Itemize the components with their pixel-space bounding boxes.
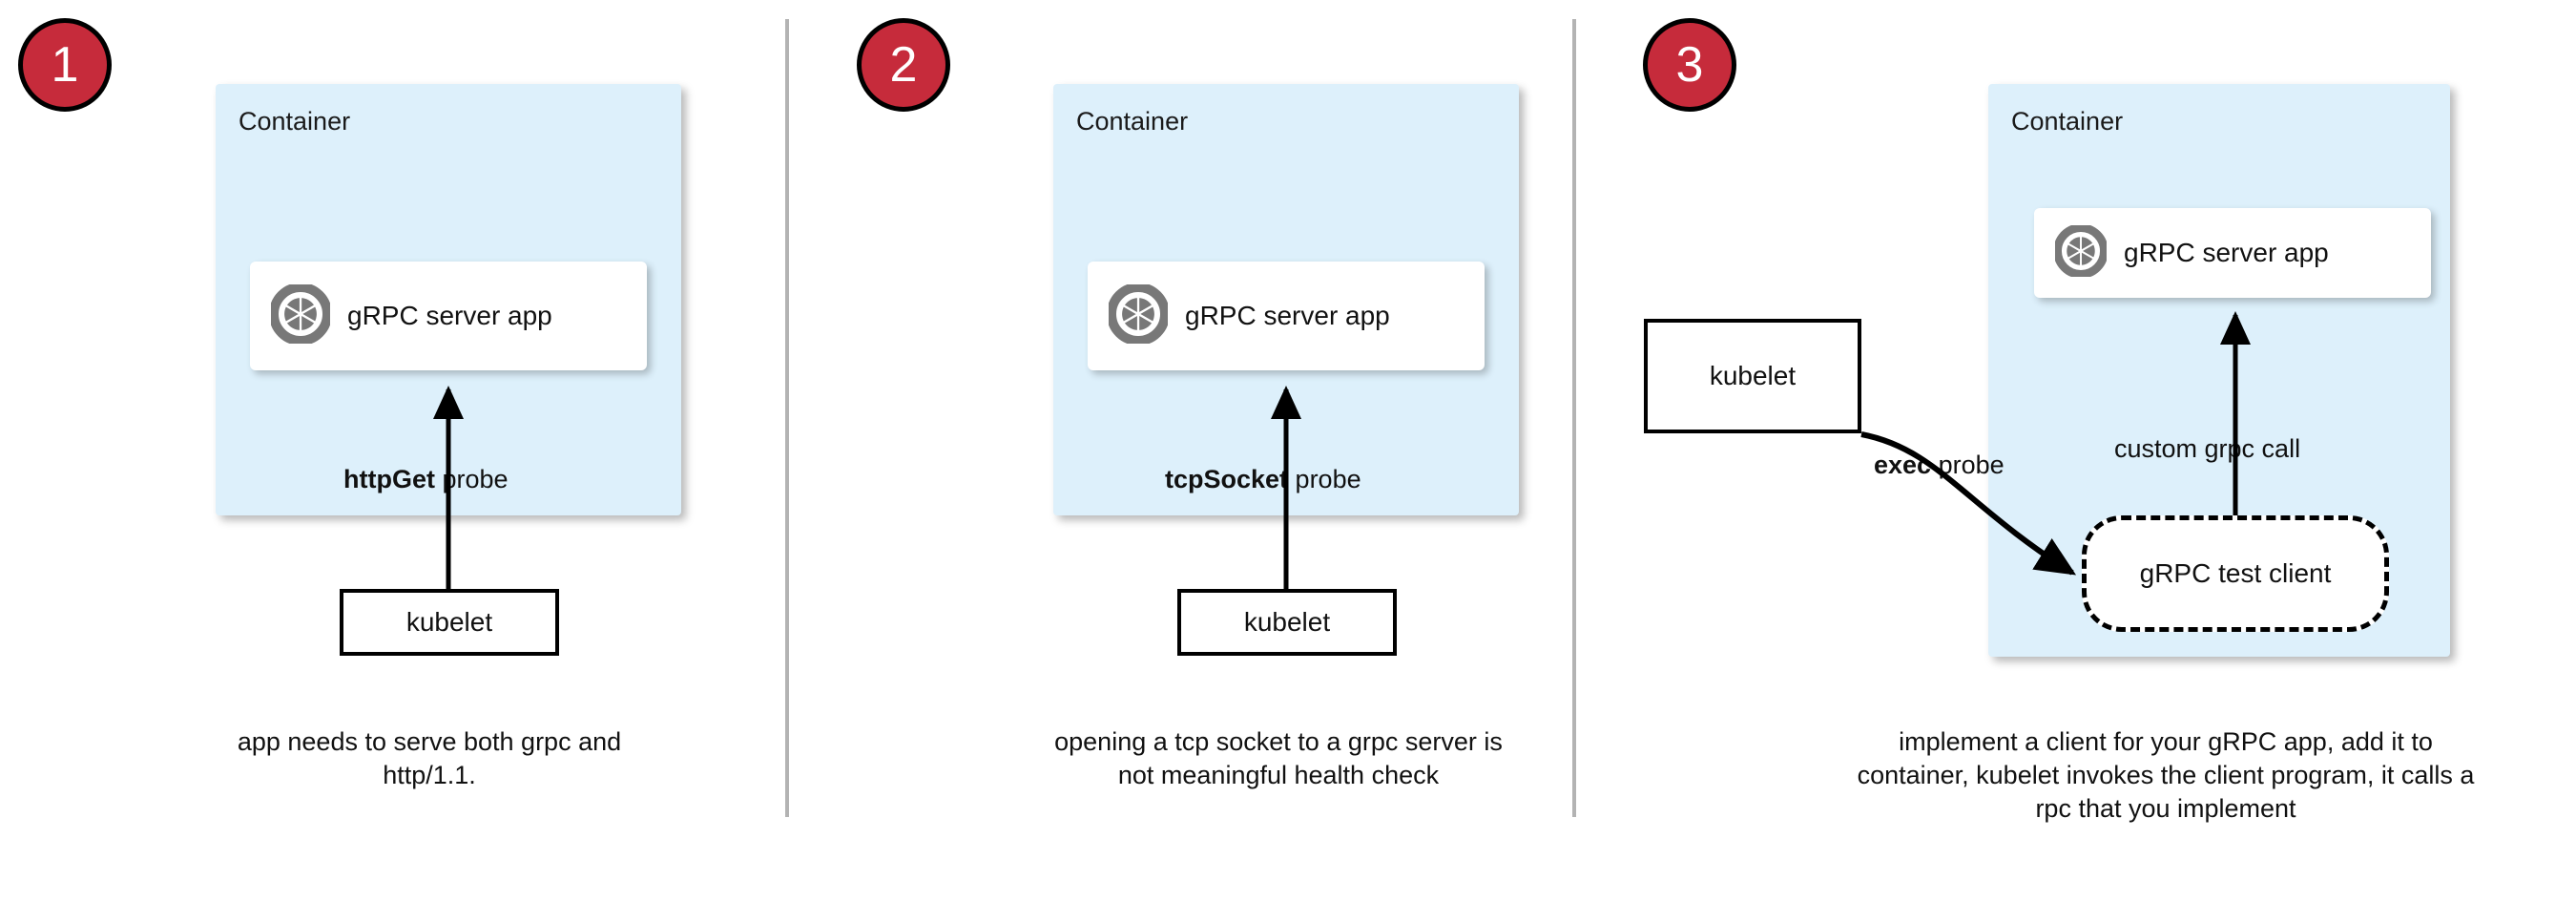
grpc-server-app-label-1: gRPC server app — [347, 301, 552, 330]
kubelet-label-2: kubelet — [1243, 607, 1331, 637]
panel-divider-1 — [785, 19, 789, 817]
grpc-aperture-icon — [1107, 282, 1170, 348]
tcpsocket-probe-label-bold: tcpSocket — [1165, 465, 1289, 493]
grpc-server-app-card-1: gRPC server app — [250, 262, 647, 370]
grpc-aperture-icon — [269, 282, 332, 348]
kubelet-box-3: kubelet — [1644, 319, 1861, 433]
kubelet-label-3: kubelet — [1709, 361, 1797, 390]
httpget-probe-label: httpGet probe — [343, 465, 509, 494]
tcpsocket-probe-label-rest: probe — [1288, 465, 1361, 493]
grpc-aperture-icon — [2053, 222, 2109, 282]
grpc-test-client-label: gRPC test client — [2139, 558, 2332, 588]
step-badge-2: 2 — [857, 18, 950, 112]
container-label-1: Container — [239, 107, 351, 136]
container-label-3: Container — [2011, 107, 2124, 136]
grpc-server-app-card-2: gRPC server app — [1088, 262, 1485, 370]
panel-divider-2 — [1572, 19, 1576, 817]
grpc-server-app-label-3: gRPC server app — [2124, 238, 2329, 267]
exec-probe-label-bold: exec — [1874, 451, 1932, 479]
exec-probe-label-rest: probe — [1931, 451, 2005, 479]
kubelet-label-1: kubelet — [405, 607, 493, 637]
exec-probe-label: exec probe — [1874, 451, 2005, 480]
grpc-server-app-card-3: gRPC server app — [2034, 208, 2431, 298]
container-label-2: Container — [1076, 107, 1189, 136]
step-badge-3: 3 — [1643, 18, 1736, 112]
caption-3: implement a client for your gRPC app, ad… — [1857, 727, 2475, 824]
custom-grpc-call-label: custom grpc call — [2114, 434, 2301, 463]
grpc-server-app-label-2: gRPC server app — [1185, 301, 1390, 330]
tcpsocket-probe-label: tcpSocket probe — [1165, 465, 1361, 494]
caption-2: opening a tcp socket to a grpc server is… — [1054, 727, 1503, 790]
kubelet-box-1: kubelet — [340, 589, 559, 656]
step-badge-1: 1 — [18, 18, 112, 112]
httpget-probe-label-rest: probe — [434, 465, 509, 493]
kubelet-box-2: kubelet — [1177, 589, 1397, 656]
httpget-probe-label-bold: httpGet — [343, 465, 435, 493]
caption-1: app needs to serve both grpc and http/1.… — [237, 727, 622, 790]
grpc-test-client-box: gRPC test client — [2082, 515, 2389, 632]
